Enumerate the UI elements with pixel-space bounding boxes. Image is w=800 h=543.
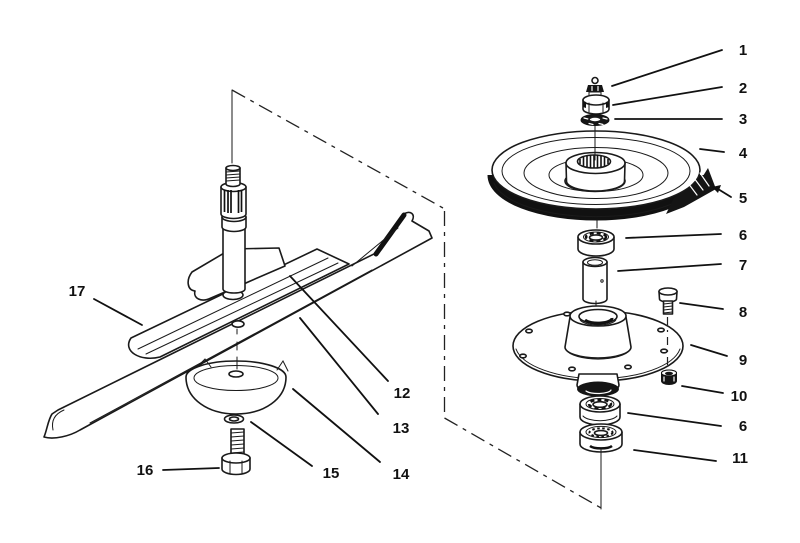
leader-8 [679,302,724,310]
callouts: 1 2 3 4 5 6 7 8 9 10 6 11 12 13 14 15 16… [69,42,748,483]
bearing-seal [579,423,623,453]
spindle-housing [512,305,684,397]
callout-7: 7 [739,257,747,274]
leader-lines [93,49,732,471]
blade-center-hole [231,319,245,328]
callout-17: 17 [69,283,86,300]
callout-8: 8 [739,304,747,321]
callout-1: 1 [739,42,747,59]
v-belt [666,168,716,214]
thread-lines [663,302,673,314]
leader-1 [611,49,723,87]
blade-stiffener [128,248,350,359]
callout-13: 13 [393,420,410,437]
spindle-assembly-right [487,76,716,510]
pulley [487,130,705,221]
callout-2: 2 [739,80,747,97]
spindle-shaft [220,164,247,294]
callout-14: 14 [393,466,410,483]
callout-11: 11 [732,450,748,467]
leader-10 [681,385,724,394]
callout-9: 9 [739,352,747,369]
leader-5 [717,188,732,198]
flange-holes [518,311,668,372]
carriage-bolt [658,287,678,315]
flange-nut [661,369,677,385]
leader-17 [93,298,143,326]
leader-14 [292,388,381,463]
leader-7 [617,263,722,272]
blade-assembly-left [43,89,433,476]
thread-lines [225,170,241,182]
leader-6-lower [627,412,722,427]
callout-6-upper: 6 [739,227,747,244]
leader-13 [299,317,379,415]
lock-washer [580,114,610,126]
callout-5: 5 [739,190,747,207]
callout-12: 12 [394,385,411,402]
hex-nut [582,94,610,115]
leader-9 [690,344,728,357]
leader-4 [699,148,725,153]
bearing-lower [579,395,621,426]
grease-fitting [586,76,604,97]
callout-15: 15 [323,465,340,482]
callout-16: 16 [137,462,154,479]
leader-15 [250,421,313,467]
callout-10: 10 [731,388,748,405]
blade-washer [223,414,245,424]
blade-bolt [221,428,251,476]
leader-16 [162,467,220,471]
spacer [582,256,608,305]
phantom-lines [231,89,602,509]
leader-12 [289,275,389,382]
bearing-upper [577,229,615,257]
spline-bore [579,155,609,168]
spline-ridges [223,190,243,213]
cup-notch-left [196,358,212,368]
leader-11 [633,449,717,462]
leader-5-arrowhead [712,185,721,193]
callout-3: 3 [739,111,747,128]
leader-2 [612,86,723,106]
cup-notch-right [276,360,289,372]
leader-6-upper [625,233,722,239]
callout-6-lower: 6 [739,418,747,435]
anti-scalp-cup [185,328,289,415]
callout-4: 4 [739,145,748,162]
